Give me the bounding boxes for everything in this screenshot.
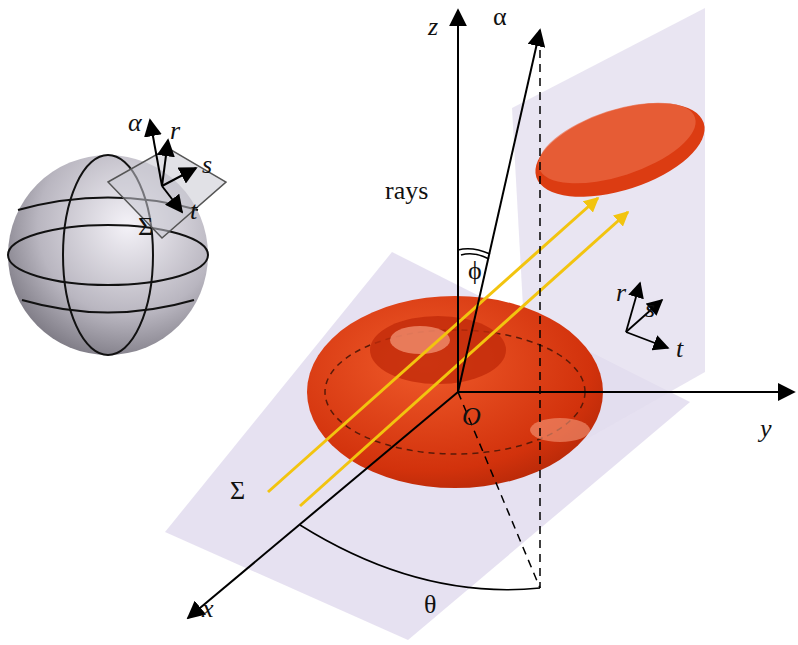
- axis-label: Σ: [230, 478, 245, 504]
- axis-label: rays: [385, 178, 428, 204]
- axis-label: θ: [424, 592, 436, 618]
- axis-label: α: [128, 110, 142, 136]
- axis-label: s: [202, 152, 212, 178]
- axis-label: α: [493, 4, 507, 30]
- axis-label: r: [170, 118, 180, 144]
- axis-label: O: [462, 404, 481, 430]
- axis-label: t: [190, 198, 197, 224]
- axis-label: s: [645, 296, 655, 322]
- axis-label: y: [760, 416, 772, 442]
- axis-label: Σ: [138, 214, 153, 240]
- axis-label: ϕ: [468, 258, 482, 284]
- axis-label: t: [676, 336, 683, 362]
- axis-label: x: [202, 596, 214, 622]
- axis-label: z: [428, 14, 438, 40]
- axis-label: r: [616, 280, 626, 306]
